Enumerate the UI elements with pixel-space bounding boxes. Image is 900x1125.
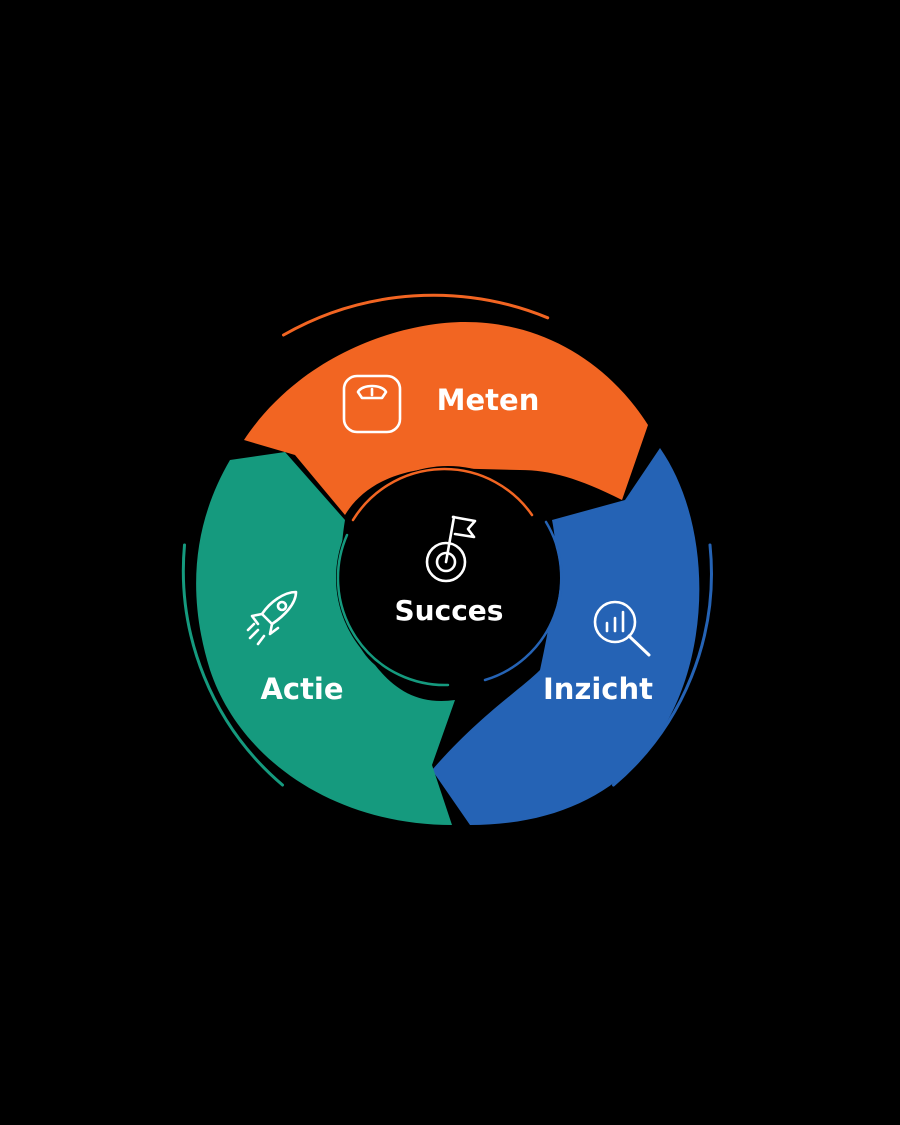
segment-label-inzicht: Inzicht — [543, 672, 653, 706]
center-disc — [336, 466, 560, 690]
segment-label-actie: Actie — [260, 672, 343, 706]
segment-meten[interactable] — [244, 322, 648, 515]
center-label: Succes — [395, 594, 504, 627]
inner-arc-orange — [351, 467, 534, 522]
chart-magnifier-icon — [593, 600, 651, 657]
segment-inzicht[interactable] — [432, 448, 700, 825]
scale-icon — [342, 374, 402, 434]
inner-arc-green — [336, 533, 450, 687]
segment-actie[interactable] — [196, 452, 455, 825]
rocket-icon — [246, 590, 298, 646]
inner-arc-blue — [483, 520, 563, 682]
target-flag-icon — [425, 515, 477, 583]
segment-label-meten: Meten — [437, 383, 540, 417]
outer-arc-orange — [282, 293, 550, 337]
outer-arc-green — [181, 543, 284, 787]
